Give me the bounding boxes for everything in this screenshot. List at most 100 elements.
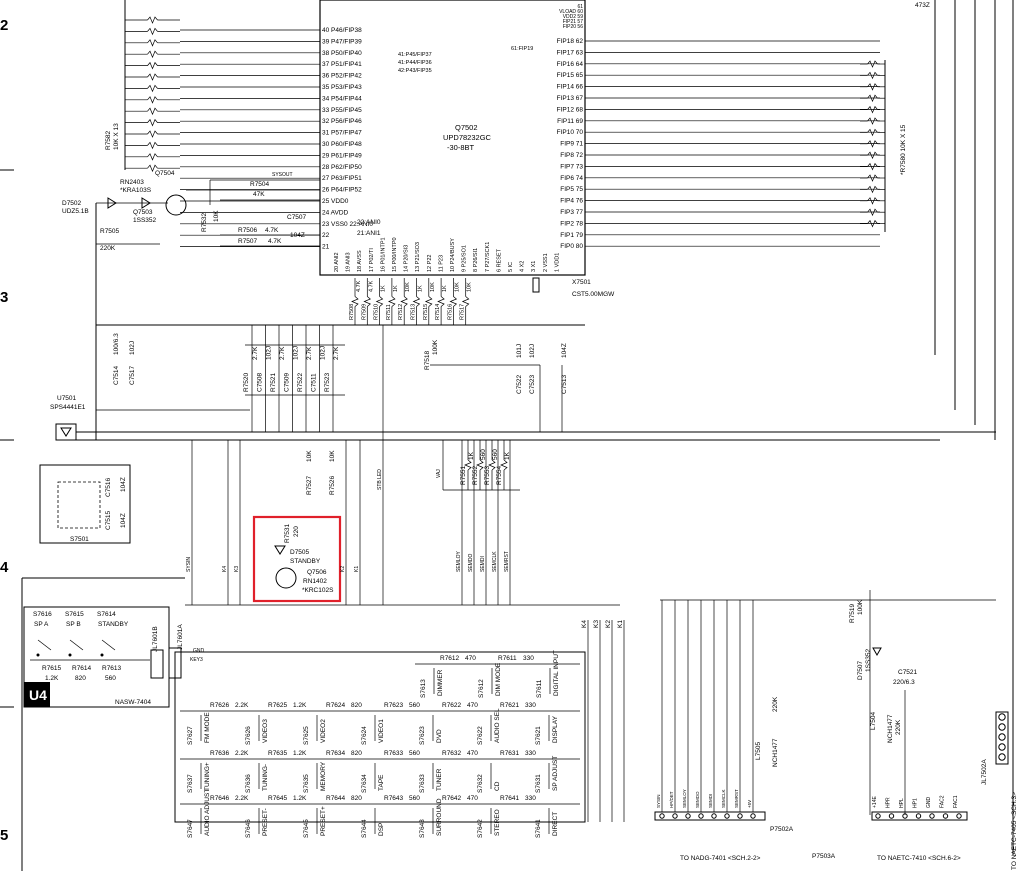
naetc7410-destination: TO NAETC-7410 <SCH.6-2>: [877, 855, 961, 862]
key-switch-name: TAPE: [378, 774, 385, 791]
key-switch-name: AUDIO ADJUST: [204, 789, 211, 836]
ic-left-pin: 29 P61/FIP49: [322, 152, 362, 159]
bottom-resistor-value: 1K: [381, 285, 387, 292]
c7515-ref: C7515: [105, 510, 112, 530]
d7505-led-icon: [274, 545, 286, 555]
key-switch-name: DIGITAL INPUT: [553, 650, 560, 696]
nadg-pin: [711, 813, 717, 819]
r7580-element: [867, 185, 878, 194]
key-resistor-ref: R7644: [326, 795, 346, 802]
bus-label: K3: [234, 566, 240, 572]
key-resistor-ref: R7641: [500, 795, 520, 802]
bus-label: SEMLOY: [456, 550, 462, 572]
q7504-transistor: [165, 194, 187, 216]
filter-column-ref: R7520: [243, 372, 250, 392]
k-line-label: K1: [617, 620, 624, 628]
r7582-element: [147, 164, 158, 173]
u4-switch-name: SP A: [34, 621, 49, 628]
nadg-pin-label: SEMLOY: [682, 789, 687, 808]
ic-bottom-resistors: R75084.7KR75094.7KR75101KR75111KR751210K…: [349, 278, 473, 325]
c7521-value: 220/6.3: [893, 679, 915, 686]
r7580-element: [867, 140, 878, 148]
ic-right-pin: FIP12 68: [557, 106, 584, 113]
ic-left-pin: 32 P56/FIP46: [322, 118, 362, 125]
bottom-resistor-ref: R7515: [423, 304, 429, 320]
key-resistor-value: 2.2K: [235, 795, 249, 802]
small-resistor-value: 1K: [468, 451, 475, 460]
u7501-sensor: [55, 423, 77, 441]
q7503-ref: Q7503: [133, 209, 153, 216]
ic-right-pin: FIP14 66: [557, 84, 584, 91]
key-resistor-ref: R7612: [440, 655, 460, 662]
bottom-resistor-value: 4.7K: [368, 280, 374, 292]
filter-column-value: 2.7K: [252, 346, 259, 360]
ic-top-mid-label: 61:FIP19: [511, 46, 533, 52]
key-resistor-value: 470: [467, 795, 478, 802]
jl7502a-pin: [998, 733, 1006, 741]
key-switch-ref: S7621: [535, 726, 542, 745]
ic-bottom-pin: 17 P02/TI: [369, 248, 375, 272]
bus-label: K2: [340, 566, 346, 572]
r7582-element: [147, 84, 158, 93]
key-resistor-value: 820: [351, 795, 362, 802]
s7501-switch: [57, 481, 101, 529]
u4-label: U4: [29, 687, 47, 703]
key-switch-name: VIDEO3: [262, 719, 269, 743]
key-switch-name: DSP: [378, 823, 385, 836]
r7582-ref: R7582: [105, 130, 112, 150]
ic-left-pin: 23 VSS0 22:ANI0: [322, 221, 373, 228]
ic-bottom-pin: 8 P26/SI1: [473, 248, 479, 272]
ic-right-pin: FIP18 62: [557, 38, 584, 45]
frame: [0, 0, 1014, 855]
naetc-pin: [929, 813, 935, 819]
ic-bottom-pin: 5 IC: [508, 262, 514, 272]
key-resistor-ref: R7626: [210, 702, 230, 709]
bottom-resistor: [400, 296, 408, 307]
c7517-ref: C7517: [129, 365, 136, 385]
naetc7405-label: TO NAETC-7405 <SCH.3>: [1011, 792, 1018, 870]
naetc-pin: [875, 813, 881, 819]
ic-left-pin: 35 P53/FIP43: [322, 84, 362, 91]
bottom-resistor: [351, 296, 359, 307]
q7503-value: 1SS352: [133, 217, 157, 224]
key-switch-name: DIMMER: [437, 669, 444, 696]
naetc-pin: [888, 813, 895, 819]
key-switch-name: FM MODE: [204, 712, 211, 743]
key-switch-ref: S7647: [187, 819, 194, 838]
nadg-pin-label: +5V: [747, 800, 752, 808]
key-switch-ref: S7612: [478, 679, 485, 698]
key-resistor-value: 330: [525, 702, 536, 709]
ic-right-pin: FIP10 70: [557, 129, 584, 136]
r7582-element: [147, 107, 158, 116]
section-4: 4: [0, 559, 9, 576]
ic-top-mid-label: 41:P44/FIP36: [398, 60, 432, 66]
rn2403-ref: RN2403: [120, 179, 144, 186]
left-top-network: R7582 10K X 13 Q7504 RN2403 *KRA103S R75…: [62, 0, 585, 440]
r7504-value: 47K: [253, 191, 265, 198]
ic-ref: Q7502: [455, 123, 478, 132]
u4-switch-ref: S7615: [65, 611, 84, 618]
key-switch-name: DIRECT: [552, 812, 559, 836]
key-switch-name: CD: [494, 781, 501, 791]
ic-top-right-label: VDD2 59: [563, 14, 584, 20]
nasw-connector: NASW-7404: [115, 699, 151, 706]
key-resistor-ref: R7631: [500, 750, 520, 757]
k-line-label: K2: [605, 620, 612, 628]
bus-label: SEMDO: [468, 554, 474, 572]
r7519-ref: R7519: [849, 603, 856, 623]
ic-top-mid-label: 41:P45/FIP37: [398, 52, 432, 58]
r7504-ref: R7504: [250, 181, 270, 188]
small-resistor-value: 1K: [504, 451, 511, 460]
ic-top-mid-labels: 41:P45/FIP3741:P44/FIP3642:P43/FIP3561:F…: [398, 46, 533, 74]
r7582-element: [147, 27, 158, 36]
ic-top-right-label: FIP21 57: [563, 19, 584, 25]
bus-label: SYSIN: [186, 557, 192, 572]
key-switch-name: DISPLAY: [552, 715, 559, 743]
c7507-ref: C7507: [287, 214, 307, 221]
filter-column-ref: R7522: [297, 372, 304, 392]
key-switch-name: SP ADJUST: [552, 756, 559, 791]
